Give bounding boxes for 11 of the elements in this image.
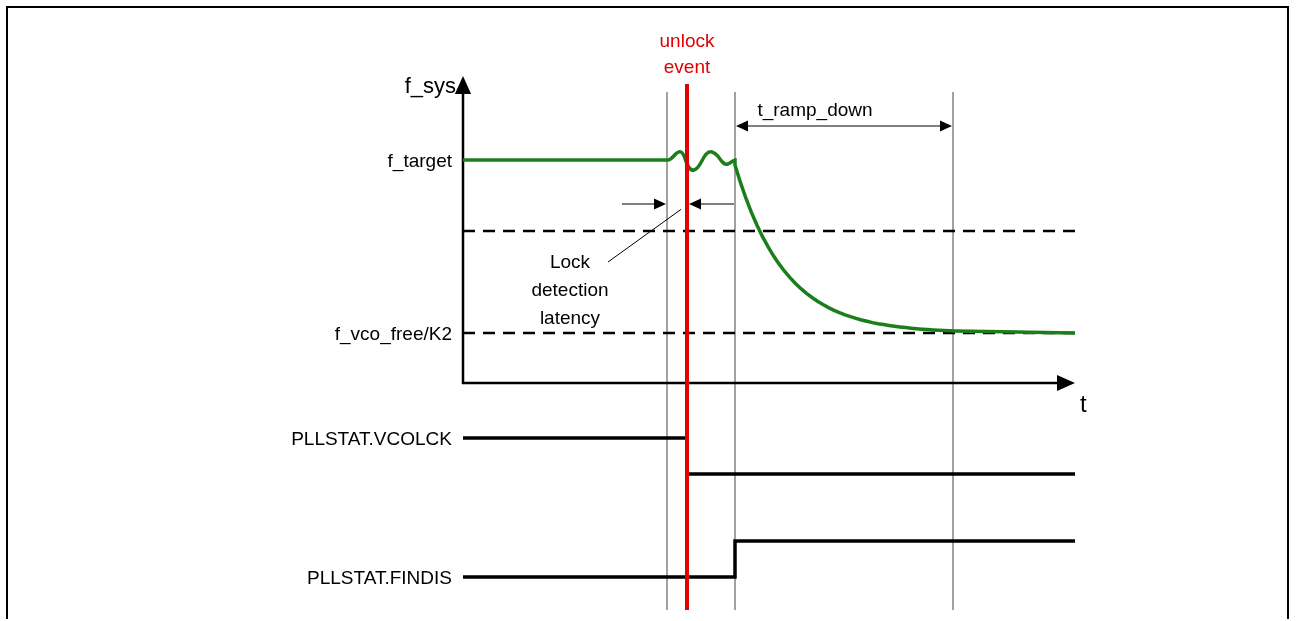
level-label: f_vco_free/K2 <box>334 322 452 346</box>
signal-name: PLLSTAT.VCOLCK <box>291 427 452 451</box>
dimension-line <box>621 198 735 210</box>
event-label: unlock event <box>658 29 716 79</box>
signal-name: PLLSTAT.FINDIS <box>307 566 452 590</box>
level-label: f_target <box>387 149 452 173</box>
axis-label: f_sys <box>404 74 456 98</box>
leader-line <box>607 208 682 263</box>
axis-label: t <box>1080 392 1087 416</box>
dimension-label: t_ramp_down <box>757 98 873 122</box>
annotation-text: Lock detection latency <box>520 248 620 332</box>
